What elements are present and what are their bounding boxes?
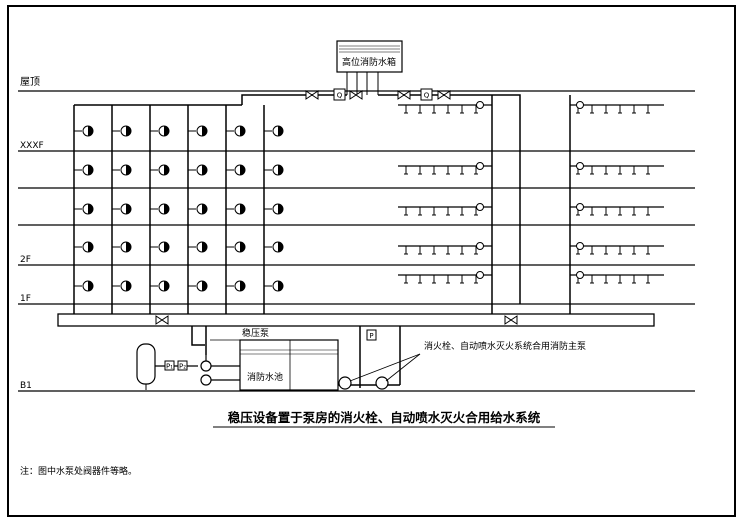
flow-switch-left: Q — [333, 88, 346, 101]
fire-hydrant-icon — [150, 280, 170, 292]
floor-label-roof: 屋顶 — [20, 76, 40, 88]
flow-switch-right: Q — [420, 88, 433, 101]
main-supply-pipe — [57, 313, 655, 327]
main-fire-pumps — [338, 376, 389, 390]
sprinkler-branch — [398, 203, 492, 216]
sprinkler-risers — [491, 95, 571, 318]
sprinkler-branch — [398, 271, 492, 284]
sprinkler-branch — [398, 101, 492, 114]
fire-hydrant-icon — [150, 164, 170, 176]
fire-hydrant-icon — [112, 125, 132, 137]
main-pump-label: 消火栓、自动喷水灭火系统合用消防主泵 — [424, 340, 586, 352]
hydrant-risers — [73, 104, 265, 318]
drawing-frame — [7, 5, 736, 517]
fire-hydrant-icon — [112, 164, 132, 176]
pressure-gauge-p1: P₁ — [164, 360, 175, 371]
fire-hydrant-icon — [226, 164, 246, 176]
fire-hydrant-icon — [188, 125, 208, 137]
floor-label-2f: 2F — [20, 255, 31, 265]
fire-hydrant-icon — [226, 203, 246, 215]
sprinkler-branch — [398, 242, 492, 255]
sprinkler-branch — [570, 101, 664, 114]
svg-text:P₁: P₁ — [166, 363, 173, 371]
fire-hydrant-icon — [112, 203, 132, 215]
fire-water-pool: 消防水池 — [239, 339, 339, 391]
sprinkler-branch — [570, 203, 664, 216]
diagram-title: 稳压设备置于泵房的消火栓、自动喷水灭火合用给水系统 — [228, 410, 541, 425]
fire-pool-label: 消防水池 — [247, 371, 283, 383]
fire-hydrant-icon — [188, 164, 208, 176]
fire-hydrant-icon — [74, 164, 94, 176]
fire-hydrant-icon — [150, 241, 170, 253]
fire-hydrant-icon — [112, 280, 132, 292]
pressure-switch: P — [366, 329, 377, 341]
svg-text:Q: Q — [424, 92, 430, 100]
fire-hydrant-cabinets — [74, 125, 284, 292]
floor-lines — [18, 90, 695, 392]
fire-hydrant-icon — [150, 203, 170, 215]
sprinkler-branches — [398, 101, 664, 284]
fire-hydrant-icon — [74, 241, 94, 253]
svg-text:P₂: P₂ — [179, 363, 186, 371]
pressure-gauge-p2: P₂ — [177, 360, 188, 371]
sprinkler-branch — [570, 162, 664, 175]
fire-hydrant-icon — [188, 280, 208, 292]
fire-hydrant-icon — [264, 203, 284, 215]
tank-label: 高位消防水箱 — [342, 56, 396, 68]
fire-hydrant-icon — [226, 241, 246, 253]
fire-hydrant-icon — [264, 241, 284, 253]
pump-room-pipes — [191, 326, 401, 388]
fire-hydrant-icon — [264, 164, 284, 176]
stabilizer-pumps — [200, 355, 240, 386]
main-pump-leaders — [349, 353, 421, 382]
drawing-note: 注：图中水泵处阀器件等略。 — [20, 465, 137, 477]
sprinkler-branch — [398, 162, 492, 175]
fire-hydrant-icon — [74, 125, 94, 137]
fire-hydrant-icon — [226, 125, 246, 137]
fire-hydrant-icon — [264, 125, 284, 137]
sprinkler-branch — [570, 242, 664, 255]
svg-text:Q: Q — [337, 92, 343, 100]
svg-text:P: P — [369, 332, 373, 340]
fire-hydrant-icon — [264, 280, 284, 292]
pressure-tank — [136, 343, 198, 390]
fire-hydrant-icon — [112, 241, 132, 253]
stabilizer-label: 稳压泵 — [242, 327, 269, 339]
fire-hydrant-icon — [226, 280, 246, 292]
floor-label-b1: B1 — [20, 381, 32, 391]
roof-water-tank: 高位消防水箱 — [336, 40, 403, 95]
check-valves-roof — [305, 90, 451, 100]
fire-hydrant-icon — [74, 280, 94, 292]
floor-label-1f: 1F — [20, 294, 31, 304]
fire-hydrant-icon — [188, 241, 208, 253]
fire-hydrant-icon — [74, 203, 94, 215]
fire-hydrant-icon — [188, 203, 208, 215]
floor-label-typical: XXXF — [20, 141, 44, 151]
fire-hydrant-icon — [150, 125, 170, 137]
sprinkler-branch — [570, 271, 664, 284]
